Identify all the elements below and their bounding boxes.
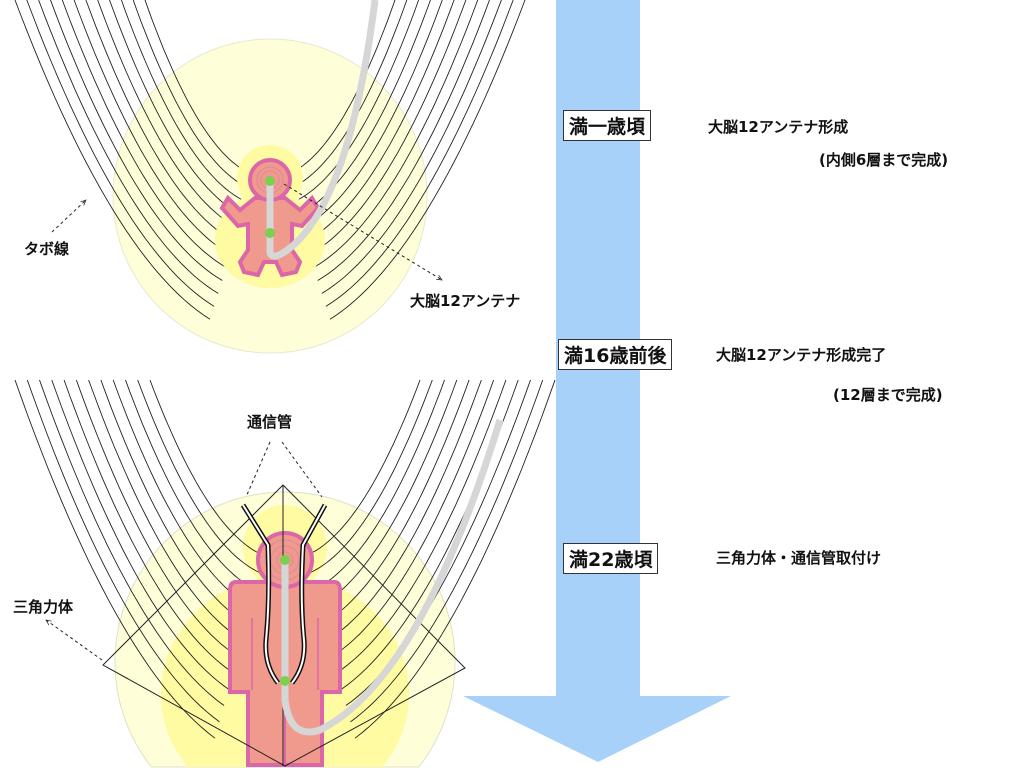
stage-desc-2: 大脳12アンテナ形成完了 (716, 346, 887, 364)
tabo-line (317, 0, 490, 281)
tabo-line (297, 0, 431, 216)
tabo-line (97, 0, 239, 229)
tabo-line (313, 379, 445, 591)
tabo-line (26, 0, 215, 307)
infant-figure (14, 0, 526, 354)
tabo-line (125, 379, 257, 591)
tabo-line (39, 379, 225, 706)
stage-note-2: (12層まで完成) (833, 386, 943, 404)
stage-age-2: 満16歳前後 (558, 339, 673, 370)
tabo-line (26, 379, 220, 723)
tabo-line (85, 0, 235, 242)
tabo-line (313, 0, 479, 268)
label-tabo: タボ線 (24, 240, 70, 258)
tabo-line (14, 379, 216, 739)
tabo-line (51, 379, 229, 690)
tsushinkan-pointer-right (281, 441, 323, 498)
stage-age-1: 満一歳頃 (563, 110, 652, 141)
antenna-pointer (283, 183, 442, 280)
node-head (265, 176, 275, 186)
tabo-lines-top (14, 0, 526, 320)
label-tsushinkan: 通信管 (247, 413, 293, 431)
label-sankaku: 三角力体 (13, 598, 74, 616)
tabo-line (325, 0, 514, 307)
tabo-line (350, 379, 544, 723)
tabo-line (149, 379, 266, 557)
tabo-line (327, 379, 482, 641)
tabo-pointer (51, 200, 86, 233)
tube-top (266, 0, 379, 260)
sankaku-pointer (46, 620, 103, 661)
tabo-line (301, 0, 443, 229)
tube-bottom (281, 418, 504, 736)
tabo-line (38, 0, 219, 294)
tabo-line (354, 379, 556, 739)
tabo-line (144, 0, 256, 176)
tabo-line (321, 0, 502, 294)
tabo-line (309, 0, 467, 255)
tabo-line (304, 379, 421, 557)
tabo-line (305, 0, 455, 242)
node-body (280, 676, 290, 686)
stage-desc-1: 大脳12アンテナ形成 (708, 118, 849, 136)
tabo-line (109, 0, 243, 216)
adult-figure (14, 379, 556, 768)
tabo-line (309, 379, 433, 574)
node-head (280, 555, 290, 565)
tabo-line (61, 0, 227, 268)
stage-desc-3: 三角力体・通信管取付け (716, 549, 882, 567)
tabo-line (329, 0, 526, 320)
stage-age-3: 満22歳頃 (563, 543, 659, 574)
tabo-line (322, 379, 470, 624)
tabo-line (336, 379, 507, 674)
tabo-line (100, 379, 248, 624)
label-antenna: 大脳12アンテナ (410, 292, 521, 310)
tabo-line (120, 0, 247, 203)
tabo-line (75, 379, 238, 657)
tabo-line (88, 379, 243, 641)
tabo-line (73, 0, 231, 255)
stage-note-1: (内側6層まで完成) (819, 151, 949, 169)
tabo-line (293, 0, 420, 203)
tabo-line (132, 0, 252, 190)
tabo-line (63, 379, 234, 674)
tabo-line (14, 0, 211, 320)
tabo-line (332, 379, 495, 657)
tabo-line (284, 0, 396, 176)
tsushinkan-pointer-left (245, 441, 271, 498)
node-body (265, 228, 275, 238)
tabo-line (50, 0, 223, 281)
tabo-line (137, 379, 261, 574)
